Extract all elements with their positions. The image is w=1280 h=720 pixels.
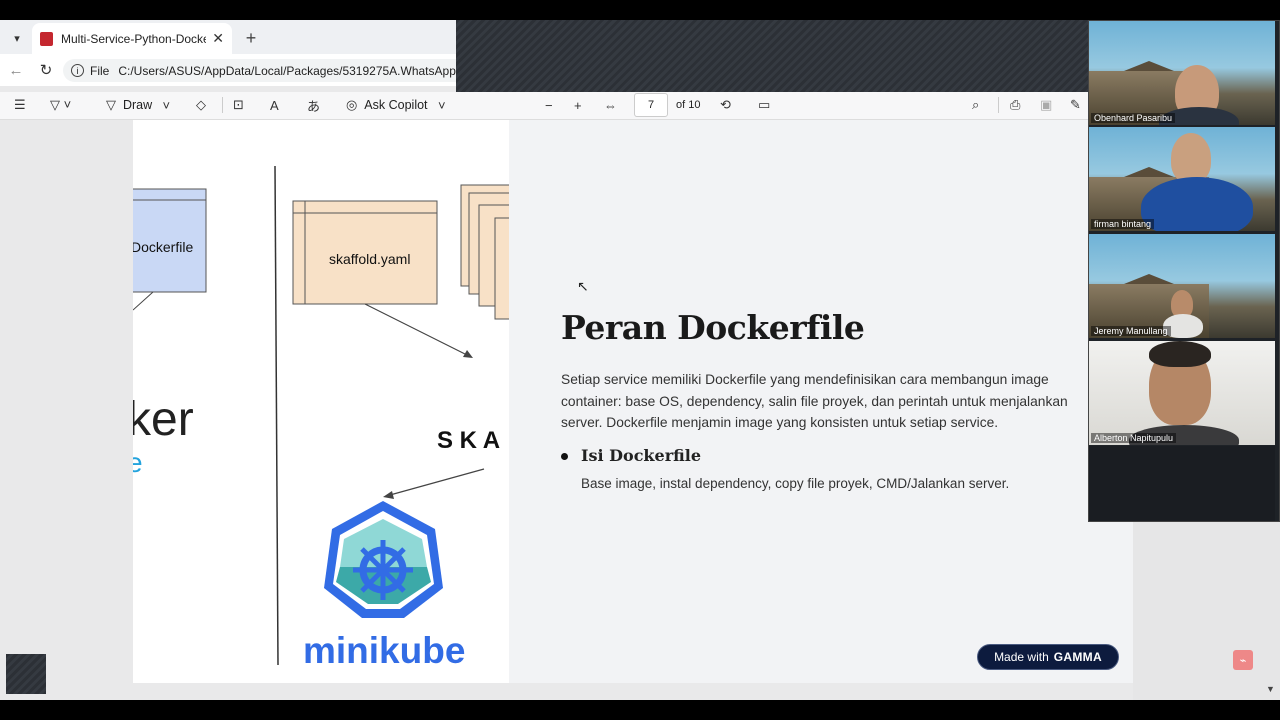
address-url: C:/Users/ASUS/AppData/Local/Packages/531… xyxy=(118,63,463,78)
participant-name: Jeremy Manullang xyxy=(1091,326,1171,336)
docker-skaffold-minikube-diagram: Dockerfile skaffold.yaml ker e S K A xyxy=(133,165,509,671)
eraser-icon[interactable]: ◇ xyxy=(196,97,206,112)
text-box-icon[interactable]: ⊡ xyxy=(233,97,244,112)
contents-icon[interactable]: ☰ xyxy=(14,97,26,112)
address-scheme-label: File xyxy=(90,63,110,78)
skaffold-yaml-label: skaffold.yaml xyxy=(329,251,410,267)
reload-icon[interactable]: ↻ xyxy=(39,62,53,79)
info-icon[interactable]: i xyxy=(71,64,84,77)
minikube-logo-text: minikube xyxy=(303,630,465,671)
participant-tile[interactable]: Alberton Napitupulu xyxy=(1089,341,1275,445)
translate-icon[interactable]: あ xyxy=(307,98,321,114)
draw-button[interactable]: ▽ Draw ˅ xyxy=(106,95,170,115)
participant-name: firman bintang xyxy=(1091,219,1155,229)
address-bar[interactable]: i File C:/Users/ASUS/AppData/Local/Packa… xyxy=(63,59,463,82)
fit-width-icon[interactable]: ⇔ xyxy=(604,97,617,113)
rotate-icon[interactable]: ⟲ xyxy=(720,97,731,112)
highlight-icon[interactable]: ▽ ˅ xyxy=(50,97,72,112)
draw-label: Draw xyxy=(122,98,153,112)
dockerfile-box-label: Dockerfile xyxy=(133,239,193,255)
made-with-gamma-badge[interactable]: Made with GAMMA xyxy=(977,644,1119,670)
slide-diagram-image: Dockerfile skaffold.yaml ker e S K A xyxy=(133,120,509,683)
page-total: of 10 xyxy=(676,99,701,111)
participant-name: Obenhard Pasaribu xyxy=(1091,113,1176,123)
bullet-body: Base image, instal dependency, copy file… xyxy=(581,476,1010,491)
participant-tile[interactable]: firman bintang xyxy=(1089,127,1275,231)
read-aloud-icon[interactable]: A xyxy=(270,97,279,113)
slide-title: Peran Dockerfile xyxy=(561,308,865,347)
divider xyxy=(998,97,999,113)
divider-line xyxy=(274,165,279,666)
pdf-toolbar xyxy=(0,92,1088,120)
scroll-down-icon[interactable]: ▼ xyxy=(1266,684,1275,694)
participant-tile[interactable]: Jeremy Manullang xyxy=(1089,234,1275,338)
letterbox-top xyxy=(0,0,1280,20)
empty-video-slot xyxy=(1089,446,1275,521)
chevron-down-icon: ˅ xyxy=(162,97,171,113)
bullet-dot-icon xyxy=(561,453,568,460)
bullet-heading: Isi Dockerfile xyxy=(581,446,702,465)
new-tab-button[interactable]: + xyxy=(245,27,257,48)
gamma-brand: GAMMA xyxy=(1053,650,1102,664)
zoom-in-icon[interactable]: + xyxy=(574,97,582,113)
tab-list-chevron-icon[interactable]: ▾ xyxy=(14,32,20,45)
page-number-input[interactable]: 7 xyxy=(634,93,668,117)
pdf-file-icon xyxy=(40,31,53,46)
save-as-icon[interactable]: ✎ xyxy=(1070,97,1081,112)
doc-margin xyxy=(1133,520,1280,700)
docker-logo-subtext: e xyxy=(133,447,143,478)
docker-logo-text: ker xyxy=(133,393,194,446)
participant-tile[interactable]: Obenhard Pasaribu xyxy=(1089,21,1275,125)
mouse-cursor-icon: ↖ xyxy=(577,278,589,294)
search-icon[interactable]: ⌕ xyxy=(972,97,980,112)
chevron-down-icon: ˅ xyxy=(437,97,446,113)
divider xyxy=(222,97,223,113)
slide-paragraph: Setiap service memiliki Dockerfile yang … xyxy=(561,372,1068,430)
save-icon[interactable]: ▣ xyxy=(1040,97,1053,112)
tab-pdf[interactable]: Multi-Service-Python-Docker.pdf ✕ xyxy=(32,23,232,54)
letterbox-bottom xyxy=(0,700,1280,720)
tab-title: Multi-Service-Python-Docker.pdf xyxy=(61,31,206,46)
acrobat-icon[interactable]: ⌁ xyxy=(1233,650,1253,670)
thumbnail-pane xyxy=(6,654,46,694)
copilot-label: Ask Copilot xyxy=(364,98,428,112)
minikube-logo-icon xyxy=(324,501,443,618)
zoom-out-icon[interactable]: − xyxy=(545,97,553,113)
page-view-icon[interactable]: ▭ xyxy=(758,97,771,112)
back-icon[interactable]: ← xyxy=(8,61,24,79)
copilot-icon: ◎ xyxy=(346,97,358,112)
participant-name: Alberton Napitupulu xyxy=(1091,433,1177,443)
pen-icon: ▽ xyxy=(106,97,116,112)
screen-share-background xyxy=(456,20,1088,93)
close-tab-icon[interactable]: ✕ xyxy=(212,30,224,46)
print-icon[interactable]: ⎙ xyxy=(1010,97,1021,112)
badge-prefix: Made with xyxy=(994,650,1049,664)
dockerfile-box xyxy=(133,188,207,293)
ask-copilot-button[interactable]: ◎ Ask Copilot ˅ xyxy=(346,95,446,115)
skaffold-logo-text: S K A xyxy=(437,427,500,454)
